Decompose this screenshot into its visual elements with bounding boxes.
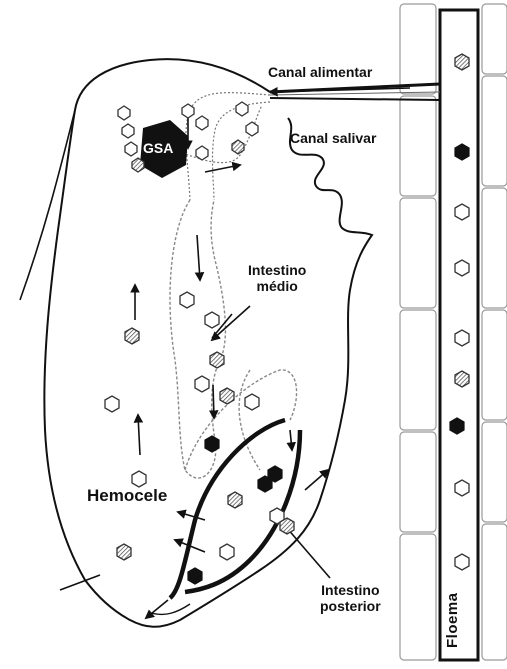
- label-gsa: GSA: [143, 140, 173, 156]
- label-intestino-posterior-line2: posterior: [320, 598, 381, 614]
- midgut: [170, 200, 297, 478]
- label-intestino-medio-line1: Intestino: [248, 262, 306, 278]
- particles-solid: [188, 144, 469, 584]
- label-canal-salivar: Canal salivar: [290, 130, 376, 146]
- label-intestino-posterior-line1: Intestino: [320, 582, 381, 598]
- label-intestino-posterior: Intestino posterior: [320, 582, 381, 614]
- label-canal-alimentar: Canal alimentar: [268, 64, 372, 80]
- label-intestino-medio: Intestino médio: [248, 262, 306, 294]
- label-hemocele: Hemocele: [87, 486, 167, 506]
- label-floema: Floema: [444, 592, 461, 648]
- label-intestino-medio-line2: médio: [248, 278, 306, 294]
